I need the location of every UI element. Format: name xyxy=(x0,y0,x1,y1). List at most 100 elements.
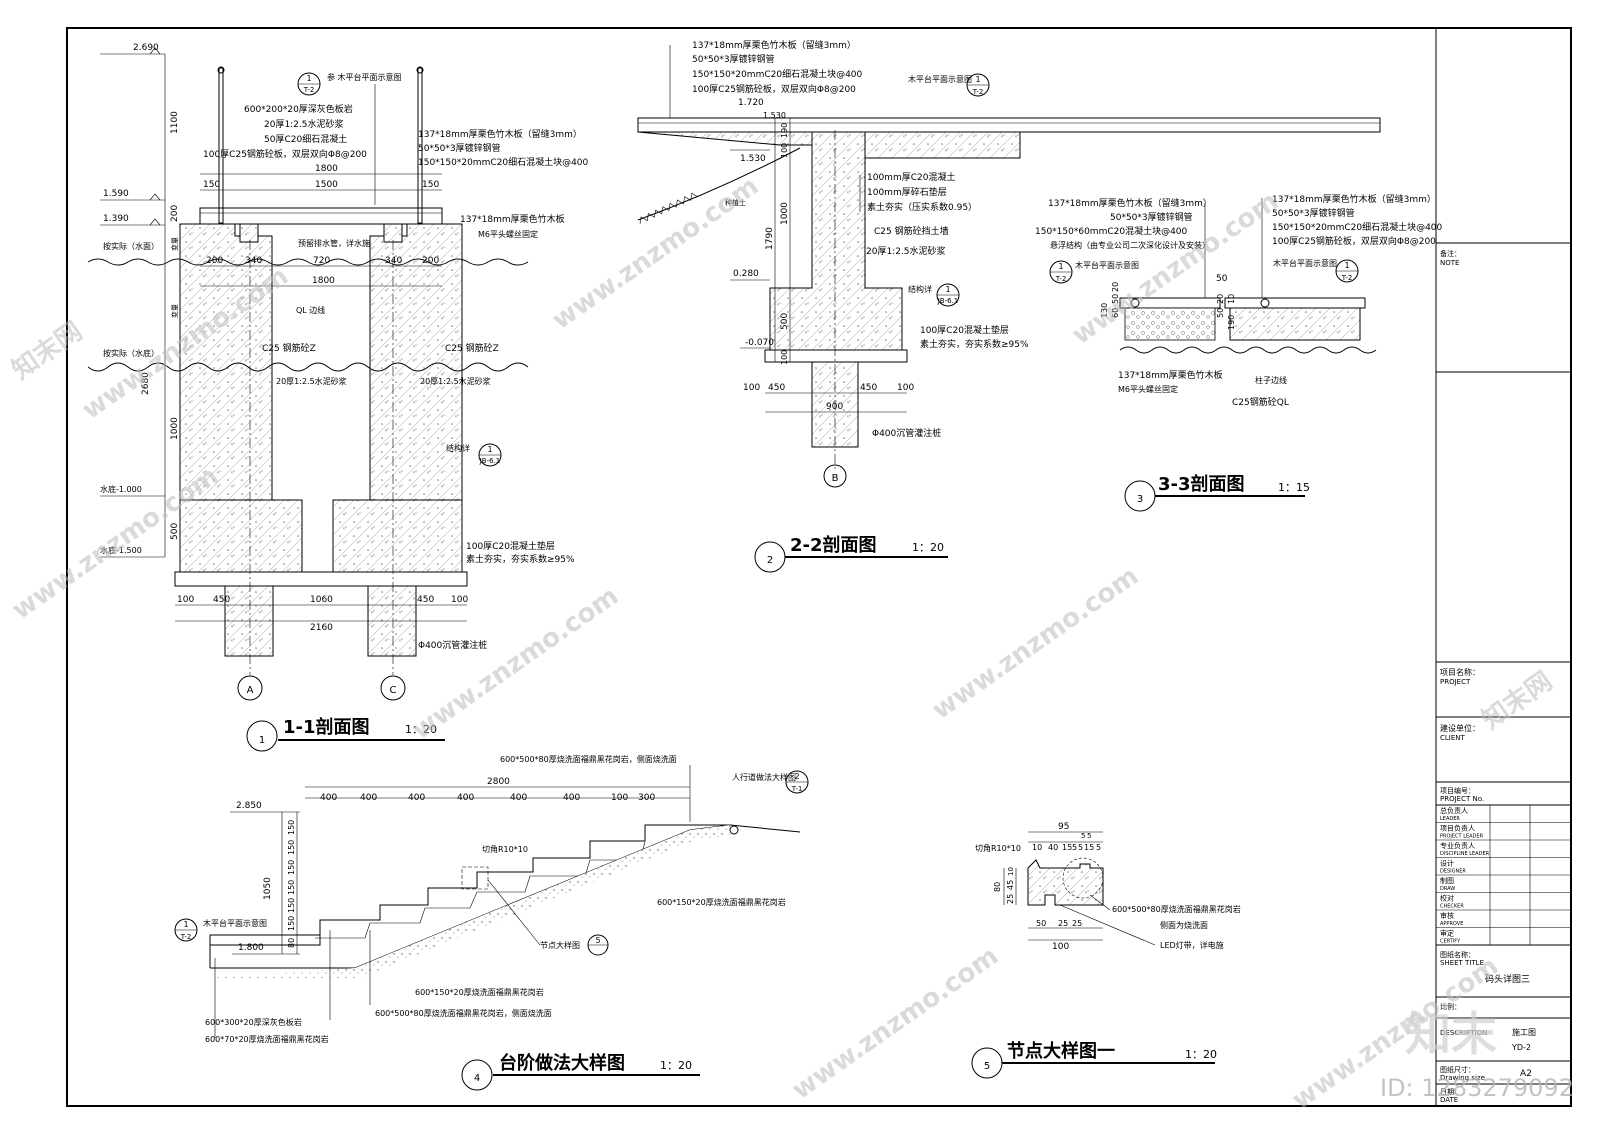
dimension-label: 15 xyxy=(1084,843,1094,852)
dimension-label: 1500 xyxy=(315,180,338,190)
dimension-label: 20 xyxy=(1216,294,1225,304)
title-block-role-en: DRAW xyxy=(1440,886,1455,892)
wall-right xyxy=(369,223,463,501)
material-note: 50*50*3厚镀锌钢管 xyxy=(692,53,775,65)
material-note: 悬浮结构（由专业公司二次深化设计及安装） xyxy=(1050,240,1210,250)
detail-circle xyxy=(1062,857,1104,899)
elevation-label: 2.850 xyxy=(236,801,262,811)
title-block-role: 项目负责人 xyxy=(1440,824,1475,833)
slope-line xyxy=(637,147,801,221)
reference-number: 1 xyxy=(487,445,492,454)
title-block-label: 比例： xyxy=(1440,1002,1461,1011)
section-number: 3 xyxy=(1137,494,1143,505)
base-cushion xyxy=(174,571,468,587)
reference-text: 木平台平面示意图 xyxy=(203,918,267,928)
section-scale: 1：20 xyxy=(405,723,437,736)
section-title-bubble xyxy=(246,720,278,752)
water-label: 按实际（水底） xyxy=(103,348,159,358)
title-block-label: 日期： xyxy=(1440,1088,1461,1096)
dimension-label: 500 xyxy=(170,523,180,540)
dimension-label: 5 xyxy=(1078,843,1083,852)
material-note: 600*150*20厚烧洗面福鼎黑花岗岩 xyxy=(657,897,786,907)
dimension-label: 2160 xyxy=(310,623,333,633)
watermark-logo: 知末 xyxy=(1405,1007,1497,1061)
railing-post-right xyxy=(417,67,423,224)
deck-board-right xyxy=(1224,297,1366,309)
top-paving xyxy=(209,934,321,946)
material-note: 600*500*80厚烧洗面福鼎黑花岗岩，侧面烧洗面 xyxy=(375,1008,552,1018)
material-note: 137*18mm厚栗色竹木板（留缝3mm） xyxy=(1048,197,1212,209)
material-note: Φ400沉管灌注桩 xyxy=(872,427,941,439)
drawing-stage: 施工图 xyxy=(1512,1027,1536,1037)
material-note: C25钢筋砼QL xyxy=(1232,396,1289,408)
elevation-label: 1.530 xyxy=(740,154,766,164)
dimension-label: 400 xyxy=(457,793,474,803)
dimension-label: 300 xyxy=(638,793,655,803)
dimension-label: 450 xyxy=(213,595,230,605)
material-note: 150*150*20mmC20细石混凝土块@400 xyxy=(418,156,589,168)
title-block-role-en: PROJECT LEADER xyxy=(1440,834,1484,840)
material-note: 50*50*3厚镀锌钢管 xyxy=(418,142,501,154)
footing-right xyxy=(332,499,463,573)
dimension-label: 1000 xyxy=(170,417,180,440)
section-title: 3-3剖面图 xyxy=(1158,473,1245,495)
reference-sheet: T-2 xyxy=(303,86,315,94)
deck-slab xyxy=(199,207,443,225)
material-note: 素土夯实，夯实系数≥95% xyxy=(920,338,1029,350)
elevation-label: 1.720 xyxy=(738,98,764,108)
material-note: 137*18mm厚栗色竹木板（留缝3mm） xyxy=(692,39,856,51)
reference-sheet: T-1 xyxy=(791,785,803,793)
title-block-label: PROJECT xyxy=(1440,678,1471,686)
title-block-role-en: DESIGNER xyxy=(1440,869,1466,875)
reference-number: 1 xyxy=(975,75,980,84)
material-note: 100厚C20混凝土垫层 xyxy=(920,324,1009,336)
axis-label-a: A xyxy=(247,685,254,696)
material-note: Φ400沉管灌注桩 xyxy=(418,639,487,651)
reference-number: 1 xyxy=(183,920,188,929)
dimension-label: 40 xyxy=(1048,843,1058,852)
reference-sheet: T-2 xyxy=(1341,274,1353,282)
material-note: 100厚C25钢筋砼板，双层双向Φ8@200 xyxy=(692,83,856,95)
reference-number: 1 xyxy=(1344,261,1349,270)
dimension-label: 25 xyxy=(1072,919,1082,928)
title-block-role-en: LEADER xyxy=(1440,816,1460,822)
dimension-label: 5 xyxy=(1087,832,1091,840)
title-block-role-en: CERTIFY xyxy=(1440,939,1461,945)
title-block-label: 建设单位： xyxy=(1440,723,1480,733)
material-note: 50厚C20细石混凝土 xyxy=(264,133,347,145)
railing-post-left xyxy=(218,67,224,224)
title-block-role: 审核 xyxy=(1440,911,1454,920)
dimension-label: 10 xyxy=(1032,843,1042,852)
reference-number: 1 xyxy=(1058,262,1063,271)
section-number: 2 xyxy=(767,555,773,566)
axis-bubble-b xyxy=(823,464,847,488)
watermark-id: ID: 1283279092 xyxy=(1380,1074,1574,1102)
dimension-label: 100 xyxy=(451,595,468,605)
material-note: 600*500*80厚烧洗面福鼎黑花岗岩 xyxy=(1112,904,1241,914)
title-block-role: 审定 xyxy=(1440,929,1454,938)
material-note: 素土夯实，夯实系数≥95% xyxy=(466,553,575,565)
floating-structure xyxy=(1124,307,1216,341)
reference-text: 结构详 xyxy=(908,284,932,294)
dimension-label: 150 xyxy=(287,840,296,855)
dimension-label: 80 xyxy=(993,882,1002,892)
reference-text: 节点大样图 xyxy=(540,940,580,950)
sheet-title: 码头详图三 xyxy=(1485,973,1530,985)
dimension-label: 20 xyxy=(1111,282,1120,292)
material-note: C25 钢筋砼Z xyxy=(262,342,316,354)
dimension-label: 1100 xyxy=(170,111,180,134)
dimension-label: 450 xyxy=(768,383,785,393)
material-note: 20厚1:2.5水泥砂浆 xyxy=(276,376,347,386)
dimension-label: 1050 xyxy=(263,877,273,900)
material-note: 20厚1:2.5水泥砂浆 xyxy=(866,245,946,257)
title-block-label: 备注： xyxy=(1440,249,1461,258)
dimension-label: 150 xyxy=(287,860,296,875)
title-block: 备注： NOTE 项目名称： PROJECT 建设单位： CLIENT 项目编号… xyxy=(1436,242,1571,1104)
material-note: 600*70*20厚烧洗面福鼎黑花岗岩 xyxy=(205,1034,329,1044)
dimension-label: 200 xyxy=(170,205,180,222)
material-note: 137*18mm厚栗色竹木板（留缝3mm） xyxy=(1272,193,1436,205)
axis-bubble-a xyxy=(237,675,263,701)
dimension-label: 25 xyxy=(1006,894,1015,904)
section-scale: 1：20 xyxy=(912,541,944,554)
section-number: 1 xyxy=(259,735,265,746)
